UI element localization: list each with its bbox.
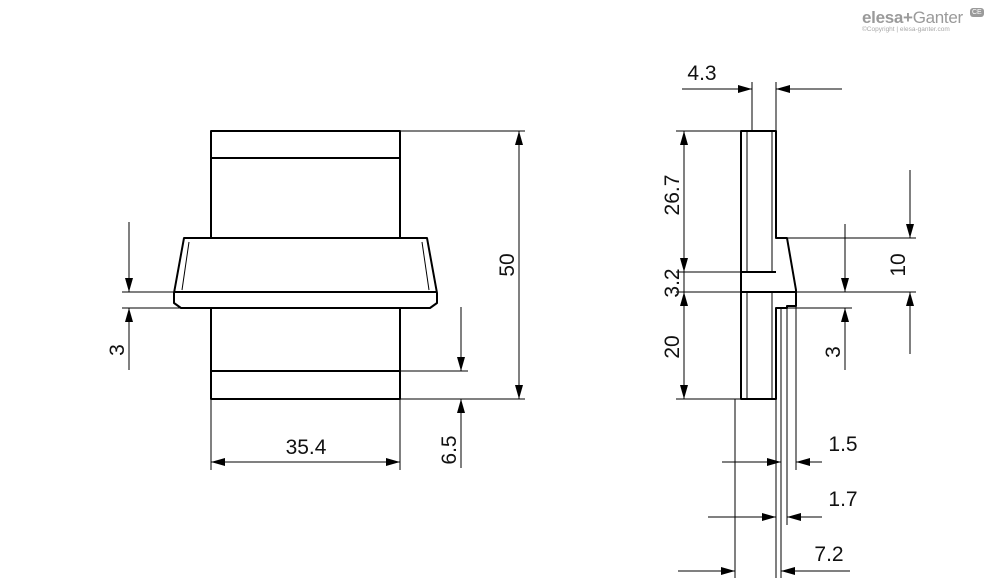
dim-width: 35.4 [286,436,327,459]
brand-name-elesa: elesa [862,8,904,27]
front-dimensions: 50 35.4 3 6.5 [106,130,525,470]
dim-lower-length: 20 [661,335,684,358]
dim-bottom-chamfer: 6.5 [438,435,461,464]
brand-name: elesa+Ganter [862,8,963,28]
ce-badge: CE [970,8,984,17]
side-dimensions: 4.3 26.7 3.2 20 10 3 1.5 [661,62,916,578]
dim-offset-2: 1.7 [828,488,857,511]
side-view [740,130,797,400]
dim-taper-height: 10 [887,253,910,276]
dim-top-width: 4.3 [687,62,716,85]
dim-lug-height: 3 [822,346,845,358]
dim-offset-1: 1.5 [828,433,857,456]
brand-name-ganter: Ganter [912,8,963,27]
front-flange [173,237,438,309]
dim-upper-length: 26.7 [661,175,684,216]
front-flange-left-chamfer [181,241,190,291]
brand-copyright: ©Copyright | elesa-ganter.com [862,26,950,33]
side-profile [740,130,797,400]
dim-flange-thickness: 3 [106,344,129,356]
dim-total-width: 7.2 [814,543,843,566]
brand-logo: elesa+Ganter ©Copyright | elesa-ganter.c… [862,8,984,33]
dim-total-height: 50 [496,253,519,276]
dim-gap: 3.2 [661,268,684,297]
brand-plus: + [903,8,913,27]
front-flange-right-chamfer [421,241,430,291]
front-view [173,130,438,400]
